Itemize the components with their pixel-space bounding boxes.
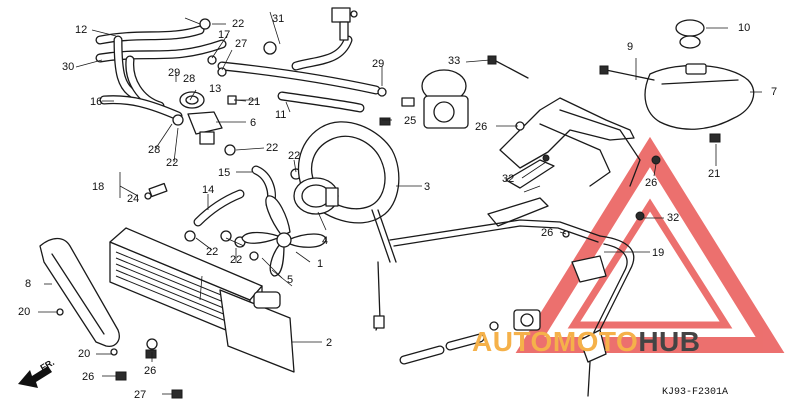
callout-26b: 26 <box>645 177 658 189</box>
callout-11: 11 <box>275 109 287 121</box>
callout-26: 26 <box>475 121 488 133</box>
callout-28b: 28 <box>148 144 161 156</box>
tank-cap <box>675 19 705 49</box>
callout-30: 30 <box>62 61 75 73</box>
bolt-21-right <box>709 133 721 143</box>
callout-16: 16 <box>90 96 103 108</box>
clamps <box>172 18 499 331</box>
callout-24: 25 <box>404 115 417 127</box>
temp-sensor <box>144 182 168 200</box>
callout-5: 5 <box>287 274 294 286</box>
callout-21: 21 <box>248 96 261 108</box>
callout-15: 15 <box>218 167 231 179</box>
callout-33: 33 <box>448 55 461 67</box>
callout-22f: 22 <box>230 254 243 266</box>
callout-22d: 22 <box>288 150 301 162</box>
watermark-part3: HUB <box>638 326 701 357</box>
callout-7: 7 <box>771 86 778 98</box>
callout-14: 14 <box>202 184 215 196</box>
callout-17: 17 <box>218 29 231 41</box>
callout-26e: 27 <box>134 389 147 401</box>
mounting-bracket <box>373 97 661 397</box>
diagram-code: KJ93-F2301A <box>662 387 729 398</box>
carburetor <box>401 69 469 129</box>
watermark-part1: AUTO <box>472 326 553 357</box>
bleed-valve <box>331 7 358 41</box>
callout-21b: 21 <box>708 168 721 180</box>
radiator <box>109 227 295 399</box>
hose-group <box>95 25 485 365</box>
callout-29: 29 <box>168 67 181 79</box>
fan-motor <box>293 177 339 215</box>
callout-4: 4 <box>322 235 329 247</box>
callout-28: 28 <box>183 73 196 85</box>
radiator-side-cover <box>39 237 120 356</box>
long-bolts <box>487 55 655 81</box>
callout-1: 1 <box>317 258 324 270</box>
leader-lines <box>38 11 762 395</box>
callout-22c: 22 <box>266 142 279 154</box>
callout-8: 8 <box>25 278 32 290</box>
front-arrow-icon <box>18 366 52 388</box>
fan-blade <box>241 195 327 277</box>
callout-32: 32 <box>502 173 515 185</box>
callout-25: 26 <box>541 227 554 239</box>
callout-26d: 26 <box>144 365 157 377</box>
watermark-text: AUTOMOTOHUB <box>472 326 700 358</box>
callout-20b: 20 <box>78 348 91 360</box>
callout-6: 6 <box>250 117 257 129</box>
watermark-part2: MOTO <box>552 326 639 357</box>
callout-23: 24 <box>127 193 140 205</box>
callout-32b: 32 <box>667 212 680 224</box>
callout-3: 3 <box>424 181 431 193</box>
callout-22: 22 <box>232 18 245 30</box>
callout-26c: 26 <box>82 371 95 383</box>
callout-22b: 22 <box>166 157 179 169</box>
callout-10: 10 <box>738 22 751 34</box>
callout-18: 18 <box>92 181 105 193</box>
callout-12: 12 <box>75 24 88 36</box>
callout-27: 27 <box>235 38 248 50</box>
callout-2: 2 <box>326 337 333 349</box>
bolt-24 <box>379 117 391 126</box>
callout-19: 19 <box>652 247 665 259</box>
callout-29b: 29 <box>372 58 385 70</box>
callout-22e: 22 <box>206 246 219 258</box>
reserve-tank <box>644 63 755 130</box>
callout-20: 20 <box>18 306 31 318</box>
callout-13: 13 <box>209 83 222 95</box>
thermostat-housing <box>179 91 237 145</box>
callout-31: 31 <box>272 13 285 25</box>
watermark-triangle <box>515 136 785 353</box>
callout-9: 9 <box>627 41 634 53</box>
